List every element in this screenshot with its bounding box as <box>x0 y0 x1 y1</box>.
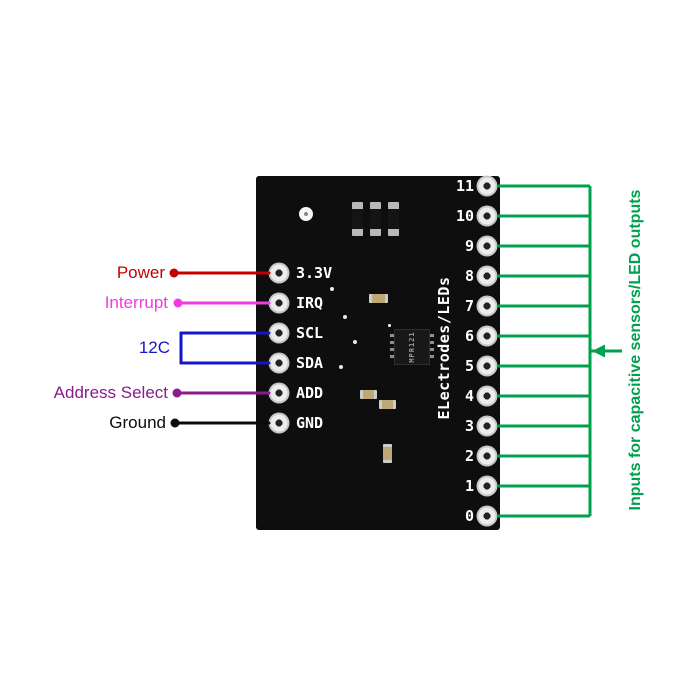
ic-chip <box>390 329 434 365</box>
silk-label-scl: SCL <box>296 324 324 342</box>
silk-label-3v3: 3.3V <box>296 264 333 282</box>
address-line-dot <box>172 388 182 398</box>
electrode-hole-1 <box>476 475 498 497</box>
through-hole-component <box>352 202 363 236</box>
via-dot <box>330 287 334 291</box>
silk-label-sda: SDA <box>296 354 324 372</box>
via-dot <box>353 340 357 344</box>
electrode-hole-2 <box>476 445 498 467</box>
through-hole-component <box>388 202 399 236</box>
pin-hole-add <box>268 382 290 404</box>
ground-line-dot <box>170 418 180 428</box>
pin-hole-irq <box>268 292 290 314</box>
electrode-hole-9 <box>476 235 498 257</box>
silk-label-gnd: GND <box>296 414 324 432</box>
electrode-hole-3 <box>476 415 498 437</box>
electrode-number-9: 9 <box>464 237 474 255</box>
pin-hole-3v3 <box>268 262 290 284</box>
electrode-number-0: 0 <box>464 507 474 525</box>
i2c-label: 12C <box>138 338 170 357</box>
via-dot <box>343 315 347 319</box>
ic-chip-label: MPR121 <box>408 331 416 363</box>
electrode-number-5: 5 <box>464 357 474 375</box>
smd-resistor <box>360 390 377 399</box>
electrode-hole-0 <box>476 505 498 527</box>
address-select-label: Address Select <box>53 383 168 402</box>
interrupt-label: Interrupt <box>104 293 168 312</box>
electrode-hole-6 <box>476 325 498 347</box>
electrode-hole-10 <box>476 205 498 227</box>
smd-resistor <box>369 294 388 303</box>
electrode-hole-7 <box>476 295 498 317</box>
mounting-hole <box>299 207 313 221</box>
electrode-hole-4 <box>476 385 498 407</box>
electrode-number-7: 7 <box>464 297 474 315</box>
silk-label-irq: IRQ <box>296 294 324 312</box>
electrode-number-1: 1 <box>464 477 474 495</box>
electrode-hole-5 <box>476 355 498 377</box>
electrode-number-4: 4 <box>464 387 474 405</box>
electrode-number-6: 6 <box>464 327 474 345</box>
electrode-number-10: 10 <box>455 207 474 225</box>
ground-label: Ground <box>109 413 166 432</box>
electrode-number-11: 11 <box>455 177 474 195</box>
silk-label-add: ADD <box>296 384 324 402</box>
electrode-hole-8 <box>476 265 498 287</box>
inputs-arrowhead <box>592 344 605 358</box>
pin-hole-scl <box>268 322 290 344</box>
via-dot <box>339 365 343 369</box>
through-hole-component <box>370 202 381 236</box>
power-line-dot <box>169 268 179 278</box>
electrode-number-8: 8 <box>464 267 474 285</box>
electrode-number-3: 3 <box>464 417 474 435</box>
smd-resistor <box>379 400 396 409</box>
inputs-vertical-label: Inputs for capacitive sensors/LED output… <box>627 189 644 511</box>
interrupt-line-dot <box>173 298 183 308</box>
electrode-number-2: 2 <box>464 447 474 465</box>
pin-hole-gnd <box>268 412 290 434</box>
electrode-hole-11 <box>476 175 498 197</box>
pin1-marker-dot <box>388 324 391 327</box>
smd-resistor <box>383 444 392 463</box>
power-label: Power <box>116 263 165 282</box>
pin-hole-sda <box>268 352 290 374</box>
